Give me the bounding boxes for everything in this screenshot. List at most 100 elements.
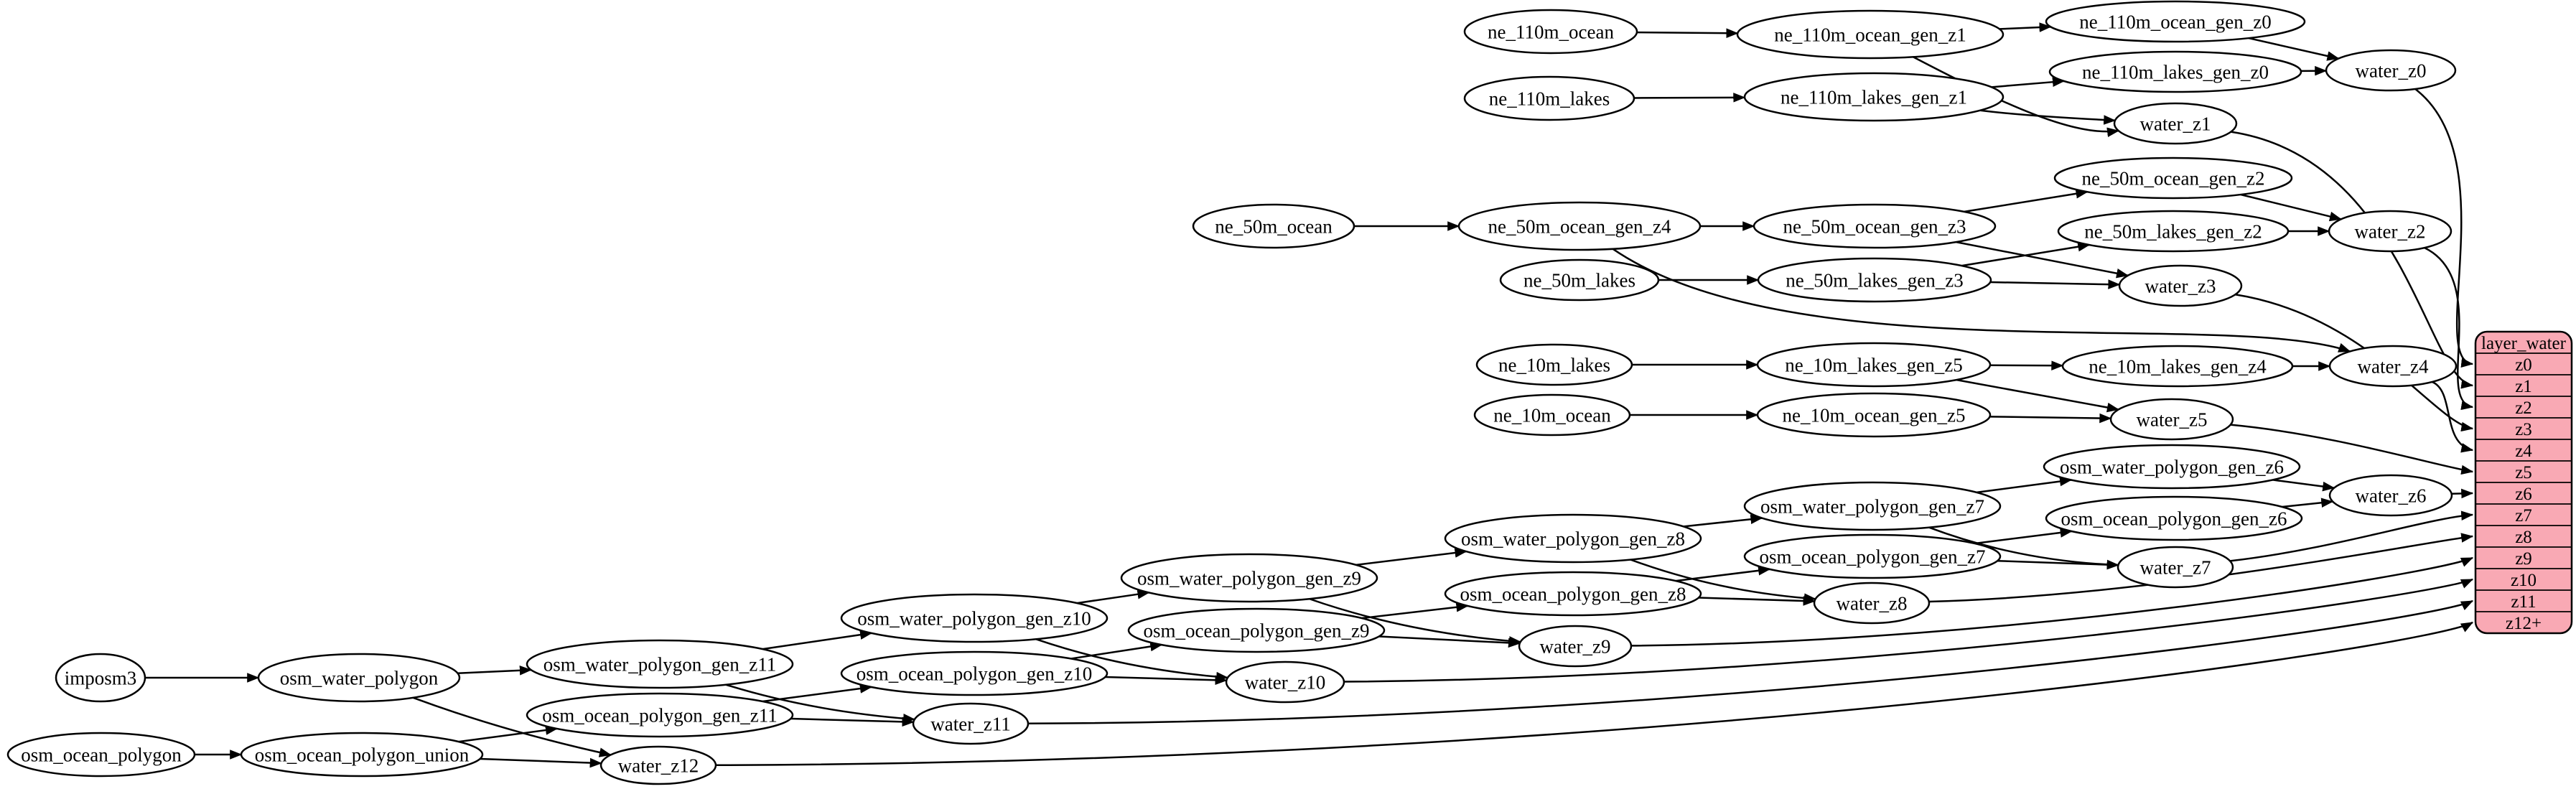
- edge-osm_ocean_polygon_gen_z9--osm_ocean_polygon_gen_z8: [1361, 602, 1469, 620]
- node-shape-ne_110m_lakes: [1463, 75, 1635, 121]
- node-label-ne_50m_lakes_gen_z3: ne_50m_lakes_gen_z3: [1786, 269, 1963, 291]
- node-water_z1: water_z1: [2113, 102, 2238, 145]
- node-shape-ne_110m_ocean_gen_z1: [1736, 9, 2005, 60]
- node-water_z10: water_z10: [1225, 660, 1345, 704]
- node-shape-ne_10m_lakes: [1475, 343, 1633, 386]
- edge-water_z10--z10: [1343, 578, 2474, 683]
- node-water_z11: water_z11: [912, 702, 1030, 745]
- node-ne_110m_ocean_gen_z1: ne_110m_ocean_gen_z1: [1736, 9, 2005, 60]
- node-osm_water_polygon_gen_z8: osm_water_polygon_gen_z8: [1444, 513, 1702, 564]
- edge-osm_water_polygon_gen_z10--osm_water_polygon_gen_z9: [1076, 589, 1150, 604]
- node-shape-osm_water_polygon_gen_z11: [526, 639, 794, 689]
- node-label-osm_ocean_polygon: osm_ocean_polygon: [21, 744, 182, 765]
- node-osm_water_polygon_gen_z6: osm_water_polygon_gen_z6: [2043, 444, 2301, 490]
- node-water_z2: water_z2: [2328, 210, 2453, 253]
- node-shape-ne_110m_ocean_gen_z0: [2045, 0, 2306, 43]
- node-ne_50m_lakes: ne_50m_lakes: [1499, 258, 1660, 302]
- edge-osm_ocean_polygon_gen_z8--osm_ocean_polygon_gen_z7: [1675, 566, 1771, 582]
- node-ne_110m_ocean_gen_z0: ne_110m_ocean_gen_z0: [2045, 0, 2306, 43]
- edge-water_z12--z12+: [715, 621, 2474, 767]
- node-shape-osm_ocean_polygon_gen_z11: [526, 692, 794, 738]
- node-label-ne_50m_ocean_gen_z3: ne_50m_ocean_gen_z3: [1783, 215, 1966, 237]
- node-label-water_z6: water_z6: [2356, 485, 2427, 506]
- node-osm_ocean_polygon_gen_z8: osm_ocean_polygon_gen_z8: [1444, 571, 1702, 617]
- edge-osm_ocean_polygon_union--water_z12: [480, 757, 602, 768]
- node-label-ne_50m_ocean_gen_z2: ne_50m_ocean_gen_z2: [2082, 167, 2265, 189]
- node-shape-osm_ocean_polygon_gen_z9: [1127, 607, 1386, 653]
- edge-ne_10m_ocean_gen_z5--water_z5: [1989, 413, 2112, 424]
- node-label-osm_ocean_polygon_gen_z9: osm_ocean_polygon_gen_z9: [1144, 620, 1370, 641]
- node-water_z5: water_z5: [2109, 398, 2234, 441]
- node-shape-water_z0: [2325, 49, 2457, 92]
- node-water_z3: water_z3: [2118, 264, 2243, 307]
- node-label-ne_110m_lakes_gen_z1: ne_110m_lakes_gen_z1: [1781, 86, 1967, 108]
- node-label-osm_ocean_polygon_gen_z7: osm_ocean_polygon_gen_z7: [1760, 546, 1986, 567]
- node-label-ne_110m_lakes_gen_z0: ne_110m_lakes_gen_z0: [2082, 61, 2269, 83]
- table-row-z1: z1: [2515, 377, 2532, 396]
- node-label-osm_ocean_polygon_union: osm_ocean_polygon_union: [255, 744, 470, 765]
- node-shape-osm_ocean_polygon_gen_z7: [1743, 533, 2002, 579]
- edge-ne_50m_ocean_gen_z4--water_z4: [1612, 248, 2351, 353]
- node-shape-osm_water_polygon_gen_z6: [2043, 444, 2301, 490]
- node-shape-water_z10: [1225, 660, 1345, 704]
- node-shape-ne_10m_ocean_gen_z5: [1756, 392, 1992, 438]
- edges-layer: [145, 22, 2474, 768]
- node-water_z0: water_z0: [2325, 49, 2457, 92]
- node-shape-water_z2: [2328, 210, 2453, 253]
- node-label-ne_10m_ocean_gen_z5: ne_10m_ocean_gen_z5: [1783, 404, 1966, 426]
- node-osm_ocean_polygon_gen_z9: osm_ocean_polygon_gen_z9: [1127, 607, 1386, 653]
- node-water_z8: water_z8: [1813, 582, 1931, 625]
- node-osm_ocean_polygon_gen_z6: osm_ocean_polygon_gen_z6: [2045, 495, 2303, 541]
- node-label-osm_water_polygon_gen_z6: osm_water_polygon_gen_z6: [2060, 456, 2284, 477]
- edge-osm_water_polygon_gen_z9--osm_water_polygon_gen_z8: [1355, 548, 1467, 566]
- node-ne_10m_ocean: ne_10m_ocean: [1473, 393, 1631, 436]
- node-shape-osm_water_polygon_gen_z8: [1444, 513, 1702, 564]
- edge-ne_50m_lakes_gen_z3--water_z3: [1990, 279, 2121, 289]
- table-row-z3: z3: [2515, 420, 2532, 439]
- node-label-ne_50m_ocean_gen_z4: ne_50m_ocean_gen_z4: [1488, 215, 1671, 237]
- edge-ne_110m_lakes_gen_z1--ne_110m_lakes_gen_z0: [1991, 77, 2065, 88]
- edge-ne_50m_lakes_gen_z3--ne_50m_lakes_gen_z2: [1961, 241, 2091, 267]
- layer-water-table: layer_waterz0z1z2z3z4z5z6z7z8z9z10z11z12…: [2474, 330, 2573, 635]
- node-label-imposm3: imposm3: [65, 667, 137, 688]
- node-shape-osm_ocean_polygon_gen_z8: [1444, 571, 1702, 617]
- edge-ne_110m_ocean--ne_110m_ocean_gen_z1: [1636, 28, 1739, 38]
- node-ne_50m_lakes_gen_z3: ne_50m_lakes_gen_z3: [1757, 257, 1992, 303]
- table-row-z12+: z12+: [2506, 614, 2542, 633]
- node-shape-ne_50m_ocean_gen_z2: [2053, 157, 2293, 200]
- node-label-osm_ocean_polygon_gen_z6: osm_ocean_polygon_gen_z6: [2061, 508, 2287, 529]
- node-shape-osm_water_polygon_gen_z9: [1120, 553, 1378, 603]
- table-row-z6: z6: [2515, 485, 2532, 504]
- edge-osm_water_polygon--osm_water_polygon_gen_z11: [457, 666, 532, 676]
- edge-water_z9--z9: [1630, 556, 2474, 647]
- node-label-ne_10m_ocean: ne_10m_ocean: [1493, 404, 1611, 426]
- node-osm_ocean_polygon_union: osm_ocean_polygon_union: [240, 732, 484, 778]
- node-ne_110m_lakes: ne_110m_lakes: [1463, 75, 1635, 121]
- node-shape-water_z12: [599, 745, 717, 785]
- table-header-label: layer_water: [2481, 334, 2567, 353]
- table-row-z7: z7: [2515, 506, 2532, 526]
- node-label-water_z8: water_z8: [1837, 592, 1908, 614]
- node-ne_50m_ocean_gen_z2: ne_50m_ocean_gen_z2: [2053, 157, 2293, 200]
- node-shape-ne_50m_ocean_gen_z3: [1753, 203, 1997, 249]
- edge-osm_water_polygon_gen_z8--water_z8: [1630, 559, 1816, 603]
- edge-osm_water_polygon_gen_z11--water_z11: [725, 683, 916, 724]
- node-shape-osm_ocean_polygon_union: [240, 732, 484, 778]
- node-label-water_z11: water_z11: [930, 713, 1010, 734]
- node-osm_ocean_polygon_gen_z11: osm_ocean_polygon_gen_z11: [526, 692, 794, 738]
- edge-ne_110m_lakes_gen_z1--water_z1: [1980, 109, 2117, 125]
- node-ne_50m_ocean_gen_z4: ne_50m_ocean_gen_z4: [1457, 201, 1702, 251]
- node-label-water_z2: water_z2: [2355, 220, 2426, 242]
- edge-osm_water_polygon_gen_z7--osm_water_polygon_gen_z6: [1976, 476, 2072, 494]
- node-ne_110m_lakes_gen_z0: ne_110m_lakes_gen_z0: [2048, 50, 2302, 93]
- edge-water_z4--z4: [2432, 381, 2474, 453]
- table-row-z0: z0: [2515, 355, 2532, 375]
- node-shape-ne_110m_lakes_gen_z1: [1743, 72, 2005, 122]
- edge-ne_10m_lakes_gen_z5--water_z5: [1956, 378, 2119, 413]
- edge-ne_50m_ocean_gen_z3--ne_50m_ocean_gen_z2: [1964, 189, 2089, 213]
- node-osm_ocean_polygon_gen_z7: osm_ocean_polygon_gen_z7: [1743, 533, 2002, 579]
- node-shape-ne_50m_ocean_gen_z4: [1457, 201, 1702, 251]
- table-row-z4: z4: [2515, 442, 2532, 461]
